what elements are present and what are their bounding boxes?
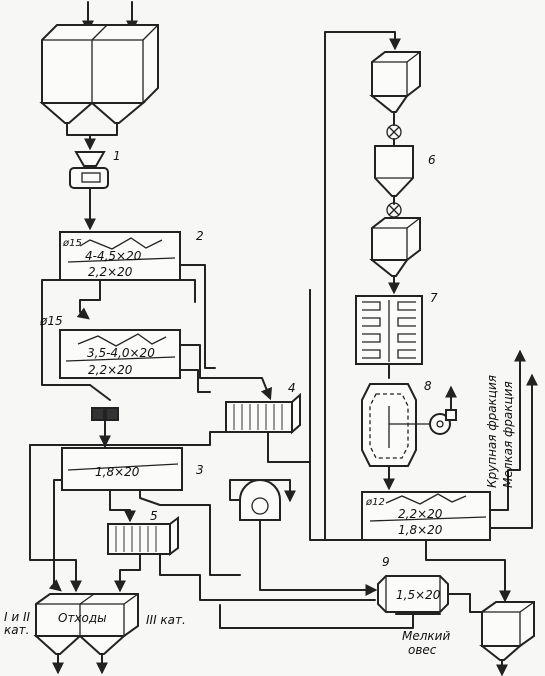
right-bin-mid	[369, 217, 421, 277]
label-4: 4	[288, 381, 296, 395]
unit-8: 8	[361, 379, 457, 467]
label-cat3: III кат.	[146, 613, 186, 627]
label-fine-oats-2: овес	[408, 643, 437, 657]
vessel-6: 6	[374, 145, 436, 197]
label-s2b-top: 3,5-4,0×20	[87, 346, 155, 360]
right-bin-top	[369, 51, 421, 113]
label-9: 9	[382, 555, 390, 569]
label-7: 7	[430, 291, 438, 305]
label-s12-top: 2,2×20	[398, 507, 443, 521]
waste-bins: Отходы	[33, 593, 139, 655]
label-s2-bot: 2,2×20	[88, 265, 133, 279]
label-s3: 1,8×20	[95, 465, 140, 479]
label-fine: Мелкая фракция	[501, 381, 515, 488]
label-waste: Отходы	[58, 611, 107, 625]
label-s9: 1,5×20	[396, 588, 441, 602]
label-cat12b: кат.	[4, 623, 29, 637]
label-s12-bot: 1,8×20	[398, 523, 443, 537]
valve	[91, 407, 119, 421]
label-s2-dia: ø15	[62, 238, 82, 249]
valve-lower	[386, 202, 402, 218]
label-8: 8	[424, 379, 432, 393]
label-s12-dia: ø12	[365, 497, 385, 508]
sifter-2b: 3,5-4,0×20 2,2×20	[59, 329, 181, 379]
top-bins	[39, 24, 159, 124]
label-5: 5	[150, 509, 158, 523]
sifter-3: 1,8×20 3	[61, 444, 204, 491]
label-1: 1	[113, 149, 121, 163]
machine-1: 1	[69, 149, 121, 189]
sifter-2: ø15 4-4,5×20 2,2×20 2	[59, 229, 204, 281]
label-6: 6	[428, 153, 436, 167]
valve-upper	[386, 124, 402, 140]
label-s2b-bot: 2,2×20	[88, 363, 133, 377]
label-2: 2	[196, 229, 204, 243]
unit-9: 1,5×20 9	[377, 555, 449, 615]
aspirator-4: 4	[225, 381, 301, 435]
unit-7: 7	[355, 291, 438, 365]
label-3: 3	[196, 463, 204, 477]
aspirator-5: 5	[107, 509, 179, 556]
fan	[239, 479, 281, 521]
label-coarse: Крупная фракция	[485, 375, 499, 488]
sifter-12: ø12 2,2×20 1,8×20	[361, 491, 491, 541]
label-s2b-dia: ø15	[39, 314, 63, 328]
label-fine-oats-1: Мелкий	[402, 629, 450, 643]
label-cat12: I и II	[4, 610, 31, 624]
bin-bottom-right	[479, 601, 535, 661]
label-s2-top: 4-4,5×20	[85, 249, 142, 263]
